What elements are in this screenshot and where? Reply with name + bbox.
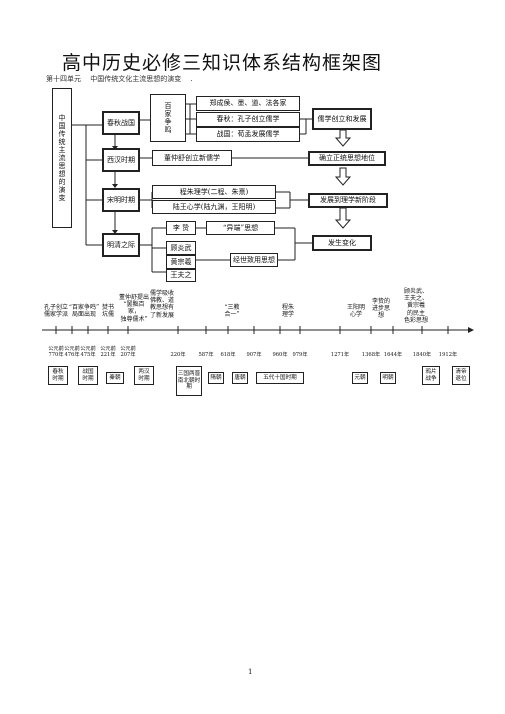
period-songming: 宋明时期 xyxy=(102,188,140,212)
timeline-event: 焚书 坑儒 xyxy=(101,304,114,319)
timeline-era: 秦朝 xyxy=(106,372,124,384)
item-zhengcheng: 郑成侯、墨、道、法各家 xyxy=(196,96,300,111)
item-luwang: 陆王心学(陆九渊，王阳明) xyxy=(152,200,276,214)
period-chunqiu: 春秋战国 xyxy=(102,111,140,135)
timeline-event: 儒学吸收 佛教、道 教思想有 了新发展 xyxy=(149,290,174,319)
timeline-event: 李贽的 进步思 想 xyxy=(371,298,390,320)
period-xihan: 西汉时期 xyxy=(102,148,140,172)
item-guyanwu: 顾炎武 xyxy=(166,241,196,255)
timeline-event: 顾炎武、 王夫之、 黄宗羲 的民主 色彩思想 xyxy=(403,288,428,324)
timeline-event: “三教 合一” xyxy=(224,304,240,319)
timeline-era: 元朝 xyxy=(352,372,368,384)
timeline-date: 1271年 xyxy=(330,352,350,358)
timeline-era: 唐朝 xyxy=(232,372,248,384)
timeline-era: 五代十国时期 xyxy=(256,372,304,384)
item-dongzhongshu: 董仲舒创立新儒学 xyxy=(152,150,232,166)
timeline-date: 1840年 xyxy=(412,352,432,358)
timeline-era: 清帝 退位 xyxy=(452,366,470,385)
timeline-era: 战国 时期 xyxy=(78,366,98,385)
timeline-event: 程朱 理学 xyxy=(281,304,294,319)
item-yiduan: “异端”思想 xyxy=(206,221,275,235)
root-node: 中国传统主流思想的演变 xyxy=(52,88,72,228)
timeline-event: 董仲舒提出 “罢黜百家， 独尊儒术” xyxy=(119,294,150,323)
timeline-era: 春秋 时期 xyxy=(48,366,68,385)
period-mingqing: 明清之际 xyxy=(102,233,140,257)
timeline-date: 907年 xyxy=(246,352,262,358)
timeline-date: 618年 xyxy=(220,352,236,358)
baijia-node: 百家争鸣 xyxy=(150,94,186,142)
timeline-date: 220年 xyxy=(170,352,186,358)
result-tubian: 发生变化 xyxy=(312,235,372,251)
timeline-event: 孔子创立 儒家学派 xyxy=(43,304,68,319)
timeline-date: 1644年 xyxy=(383,352,403,358)
item-chengzhu: 程朱理学(二程、朱熹) xyxy=(152,185,276,199)
timeline-event: “百家争鸣” 局面出现 xyxy=(68,304,100,319)
timeline-era: 明朝 xyxy=(380,372,396,384)
item-mengxun: 战国：荀孟发展儒学 xyxy=(196,127,300,142)
item-wangfuzhi: 王夫之 xyxy=(166,269,196,282)
timeline-era: 两汉 时期 xyxy=(134,366,154,385)
timeline-date: 公元前 476年 xyxy=(64,346,80,359)
item-kongzi: 春秋：孔子创立儒学 xyxy=(196,112,300,127)
item-huangzongxi: 黄宗羲 xyxy=(166,255,196,269)
timeline-date: 公元前 475年 xyxy=(80,346,96,359)
item-lizhi: 李 贽 xyxy=(166,221,196,235)
timeline-date: 公元前 221年 xyxy=(100,346,116,359)
result-ruxue: 儒学创立和发展 xyxy=(312,108,372,130)
timeline-era: 三国两晋 南北朝时 期 xyxy=(176,366,202,396)
page-title: 高中历史必修三知识体系结构框架图 xyxy=(62,52,383,74)
timeline-date: 公元前 770年 xyxy=(48,346,64,359)
timeline-date: 979年 xyxy=(292,352,308,358)
timeline-date: 1912年 xyxy=(438,352,458,358)
timeline-event: 王阳明 心学 xyxy=(346,304,365,319)
timeline-date: 960年 xyxy=(272,352,288,358)
timeline-date: 公元前 207年 xyxy=(120,346,136,359)
timeline-era: 鸦片 战争 xyxy=(422,366,440,385)
result-zhengtong: 确立正统思想地位 xyxy=(308,151,386,166)
timeline-date: 1368年 xyxy=(361,352,381,358)
timeline-era: 隋朝 xyxy=(208,372,224,384)
timeline-date: 587年 xyxy=(198,352,214,358)
page-number: 1 xyxy=(248,668,253,676)
unit-subtitle: 第十四单元 中国传统文化主流思想的演变 . xyxy=(46,75,193,83)
result-lixue: 发展到理学新阶段 xyxy=(308,193,388,208)
item-jingshi: 经世致用思想 xyxy=(230,253,278,267)
